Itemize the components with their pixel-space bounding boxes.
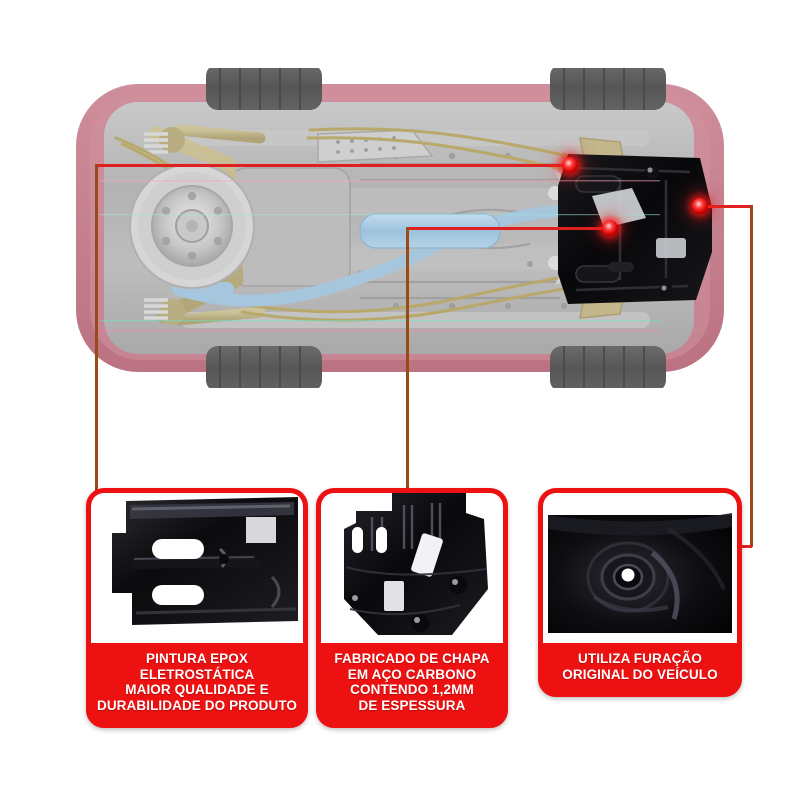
caption-line: DURABILIDADE DO PRODUTO bbox=[96, 697, 298, 713]
bracket-with-slots-photo bbox=[91, 493, 303, 643]
caption-line: CONTENDO 1,2MM bbox=[350, 682, 474, 697]
feature-card-3-caption: UTILIZA FURAÇÃO ORIGINAL DO VEÍCULO bbox=[543, 643, 737, 692]
connector-1-segment-a bbox=[96, 164, 572, 167]
caption-line: ORIGINAL DO VEÍCULO bbox=[562, 666, 718, 682]
connector-1-segment-b bbox=[95, 164, 98, 548]
exhaust-system bbox=[172, 204, 576, 307]
callout-marker-1[interactable] bbox=[562, 157, 578, 173]
caption-line: UTILIZA FURAÇÃO bbox=[578, 651, 702, 666]
full-skid-plate-photo bbox=[321, 493, 503, 643]
caption-line: EM AÇO CARBONO bbox=[347, 666, 477, 682]
skid-plate-installed bbox=[558, 154, 712, 304]
spare-tire bbox=[129, 163, 255, 289]
caption-line: MAIOR QUALIDADE E bbox=[125, 682, 269, 697]
callout-marker-3[interactable] bbox=[692, 198, 708, 214]
callout-marker-2[interactable] bbox=[602, 220, 618, 236]
caption-line: PINTURA EPOX bbox=[146, 651, 248, 666]
connector-2-segment-a bbox=[406, 227, 612, 230]
connector-3-segment-a bbox=[700, 205, 752, 208]
caption-line: ELETROSTÁTICA bbox=[139, 666, 255, 682]
feature-card-epoxy-paint[interactable]: PINTURA EPOX ELETROSTÁTICA MAIOR QUALIDA… bbox=[86, 488, 308, 728]
feature-card-carbon-steel[interactable]: FABRICADO DE CHAPA EM AÇO CARBONO CONTEN… bbox=[316, 488, 508, 728]
connector-2-segment-b bbox=[406, 227, 409, 489]
caption-line: FABRICADO DE CHAPA bbox=[334, 651, 490, 666]
feature-card-2-caption: FABRICADO DE CHAPA EM AÇO CARBONO CONTEN… bbox=[321, 643, 503, 723]
connector-3-segment-b bbox=[750, 205, 753, 547]
mounting-hole-closeup-photo bbox=[543, 493, 737, 643]
caption-line: DE ESPESSURA bbox=[358, 697, 466, 713]
wheels bbox=[206, 68, 666, 388]
car-underside-image bbox=[60, 68, 740, 388]
feature-card-1-caption: PINTURA EPOX ELETROSTÁTICA MAIOR QUALIDA… bbox=[91, 643, 303, 723]
feature-card-original-holes[interactable]: UTILIZA FURAÇÃO ORIGINAL DO VEÍCULO bbox=[538, 488, 742, 697]
heat-shield bbox=[317, 129, 434, 163]
